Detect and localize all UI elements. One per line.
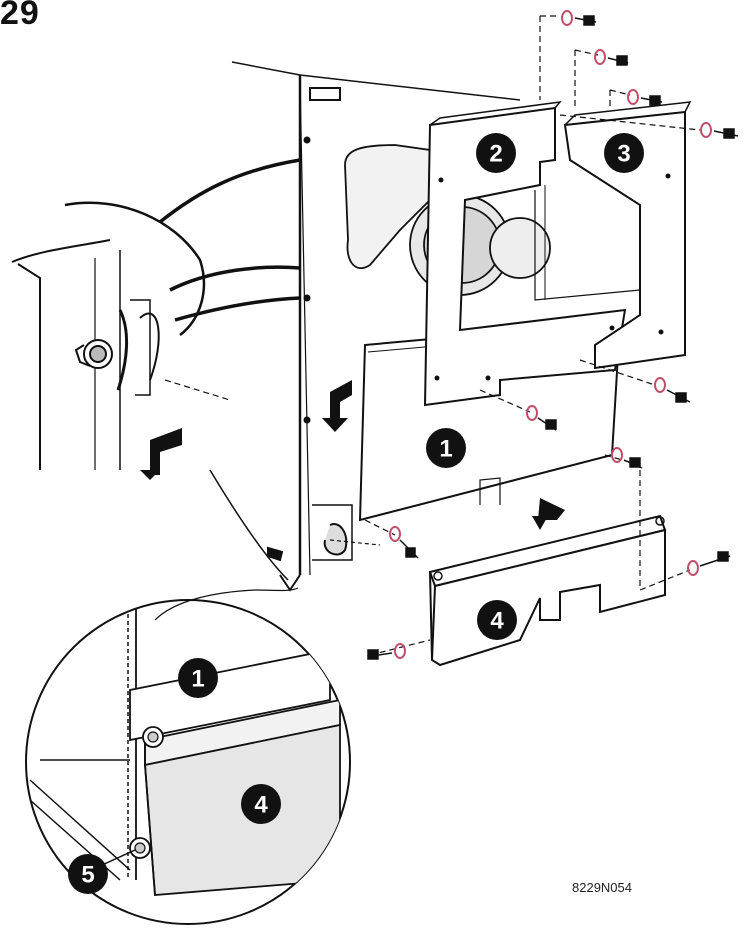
bracket-4 [428,498,667,667]
callout-1: 1 [426,428,466,468]
screws [364,15,701,656]
callout-4: 4 [477,600,517,640]
arrow-icon [140,428,182,480]
cabinet [209,61,521,592]
callout-label: 1 [439,436,452,463]
callout-label: 2 [489,141,502,168]
washer-set [389,10,712,659]
pipe-lines [64,158,301,336]
pipe-detail [11,239,231,470]
callout-label: 1 [191,666,204,693]
callout-3: 3 [604,133,644,173]
screw-bodies [367,15,739,660]
figure-number: 29 [0,0,40,32]
callout-label: 3 [617,141,630,168]
callout-1-detail: 1 [178,658,218,698]
panel-2 [423,101,627,407]
arrow-icon [322,380,352,432]
panel-3 [534,101,692,370]
detail-inset [25,587,351,925]
part-code: 8229N054 [572,880,632,895]
callout-5: 5 [68,849,136,894]
callout-label: 4 [490,608,504,635]
callout-4-detail: 4 [241,784,281,824]
callout-label: 4 [254,792,268,819]
callout-label: 5 [81,862,94,889]
callout-2: 2 [476,133,516,173]
